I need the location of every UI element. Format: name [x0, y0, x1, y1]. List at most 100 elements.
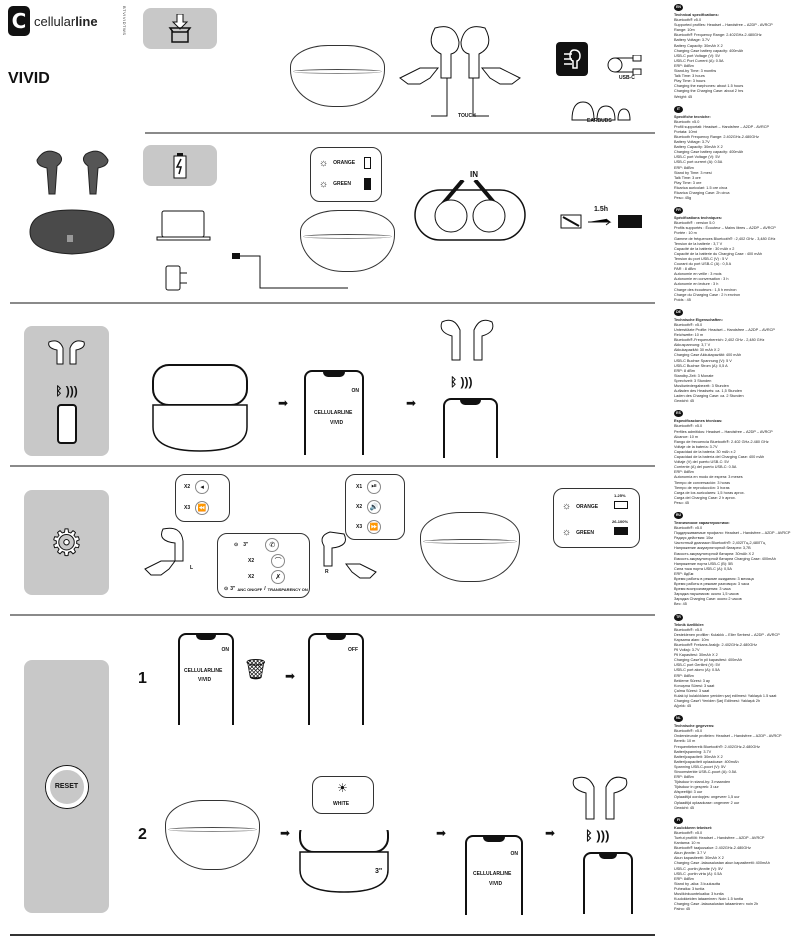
charging-icon-box — [143, 145, 217, 186]
bt-on-label: ON — [351, 388, 360, 394]
led-sun-icon: ☼ — [319, 178, 329, 190]
paired-earbuds-illustration — [560, 775, 640, 830]
earbuds-icon — [48, 340, 85, 365]
tap-count: 3" — [243, 542, 249, 548]
next-track-icon: ⏩ — [367, 520, 382, 534]
bt-on-label: ON — [221, 647, 230, 653]
logo-mark: C — [8, 6, 30, 36]
orange-label: ORANGE — [576, 503, 599, 510]
divider — [10, 465, 655, 467]
spec-title: Технические характеристики: — [674, 520, 730, 525]
arrow-right-icon: ➡ — [278, 396, 289, 410]
spec-title: Teknik özellikler: — [674, 622, 705, 627]
spec-block-fr: FR Spécifications techniques: Bluetooth®… — [674, 207, 800, 303]
phone-forget-device: ON CELLULARLINE VIVID — [178, 633, 234, 725]
transparency-label: TRANSPARENCY ON — [267, 586, 308, 592]
bluetooth-signal-icon: ᛒ ))) — [585, 828, 610, 843]
product-photo — [25, 140, 120, 260]
language-badge: EN — [674, 4, 683, 11]
divider — [10, 934, 655, 936]
anc-label: ANC ON/OFF — [237, 586, 263, 592]
battery-full-icon — [363, 178, 371, 190]
trash-icon: 🗑 — [243, 659, 269, 681]
laptop-icon — [156, 210, 211, 247]
language-badge: ES — [674, 410, 683, 418]
spec-title: Technische Eigenschaften: — [674, 317, 723, 322]
earbuds-touch-illustration — [395, 20, 535, 120]
right-earbud-touch-illustration — [318, 528, 378, 588]
charging-case-battery-check — [420, 512, 520, 582]
right-controls-bubble: X1 ⏯ X2 🔊 X3 ⏩ — [345, 474, 405, 540]
reset-icon-box: RESET — [24, 660, 109, 913]
bt-on-label: ON — [510, 851, 519, 857]
left-controls-bubble: X2 ◂ X3 ⏪ — [175, 474, 230, 522]
spec-block-ru: RU Технические характеристики: Bluetooth… — [674, 511, 800, 608]
paired-earbuds-illustration — [432, 318, 502, 378]
phone-repair: ON CELLULARLINE VIVID — [465, 835, 523, 915]
reset-label: RESET — [54, 783, 79, 790]
hold-time-label: 3" — [375, 868, 383, 875]
led-sun-icon: ☼ — [562, 501, 572, 512]
earbuds-in-case-illustration — [413, 178, 528, 250]
phone-connected — [583, 852, 633, 914]
orange-label: ORANGE — [333, 160, 356, 166]
battery-low-icon — [614, 501, 628, 509]
charge-time-diagram — [560, 205, 650, 240]
box-download-icon — [168, 13, 192, 43]
language-badge: DE — [674, 308, 683, 316]
spec-block-de: DE Technische Eigenschaften: Bluetooth®:… — [674, 308, 800, 405]
step-number: 1 — [138, 670, 147, 687]
led-sun-icon: ☼ — [319, 157, 329, 169]
tap-count: X2 — [248, 558, 255, 564]
cellularline-logo: C cellularline — [8, 6, 98, 36]
hold-icon: ⊙ — [224, 586, 229, 592]
tap-count: X2 — [184, 484, 191, 490]
earbuds-label: EARBUDS — [587, 118, 612, 124]
tap-count: X1 — [356, 484, 363, 490]
volume-down-icon: ◂ — [195, 480, 210, 494]
usb-c-cable-icon — [607, 54, 645, 80]
tap-count: 3" — [230, 586, 236, 592]
charge-time-label: 1.5h — [594, 206, 609, 213]
green-range: 26-100% — [612, 519, 629, 524]
specifications-column: EN Technical specifications: Bluetooth® … — [674, 4, 800, 918]
tap-count: X3 — [356, 524, 363, 530]
green-label: GREEN — [576, 529, 594, 536]
smartphone-icon — [56, 404, 77, 444]
tap-count: X2 — [356, 504, 363, 510]
left-earbud-touch-illustration — [143, 525, 203, 585]
spec-title: Technical specifications: — [674, 13, 719, 17]
reject-call-icon: ✗ — [271, 570, 286, 584]
volume-up-icon: 🔊 — [367, 500, 382, 514]
hold-icon: ⊙ — [234, 542, 239, 548]
cable-icon — [218, 245, 350, 298]
arrow-right-icon: ➡ — [406, 396, 417, 410]
gears-icon: ⚙ — [50, 521, 83, 563]
call-controls-bubble: ⊙ 3" ✆ X2 ⌒ X2 ✗ ⊙ 3" ANC ON/OFF / TRANS… — [217, 533, 310, 598]
eartips-icon — [571, 100, 631, 127]
tap-count: X3 — [184, 505, 191, 511]
charging-case-closed — [165, 800, 260, 870]
led-sun-icon: ☼ — [562, 527, 572, 538]
green-label: GREEN — [333, 181, 351, 187]
led-status-bubble: ☼ ORANGE ☼ GREEN — [310, 147, 382, 202]
language-badge: TR — [674, 613, 683, 621]
previous-track-icon: ⏪ — [195, 501, 210, 515]
language-badge: NL — [674, 715, 683, 723]
battery-level-bubble: ☼ ORANGE 1-25% ☼ GREEN 26-100% — [553, 488, 640, 548]
charging-case-illustration — [290, 45, 385, 107]
spec-block-es: ES Especificaciones técnicas: Bluetooth®… — [674, 410, 800, 506]
white-label: WHITE — [333, 801, 350, 807]
phone-bluetooth-off: OFF — [308, 633, 364, 725]
accessories-icon — [556, 42, 588, 76]
arrow-right-icon: ➡ — [285, 669, 296, 683]
pairing-icon-box: ᛒ ))) — [24, 326, 109, 456]
battery-low-icon — [364, 157, 372, 169]
spec-block-fi: FI Kuulokkeen tekniset: Bluetooth®: v5.0… — [674, 816, 800, 913]
divider — [145, 132, 655, 134]
divider — [10, 302, 655, 304]
spec-title: Especificaciones técnicas: — [674, 419, 723, 424]
step-number: 2 — [138, 826, 147, 843]
